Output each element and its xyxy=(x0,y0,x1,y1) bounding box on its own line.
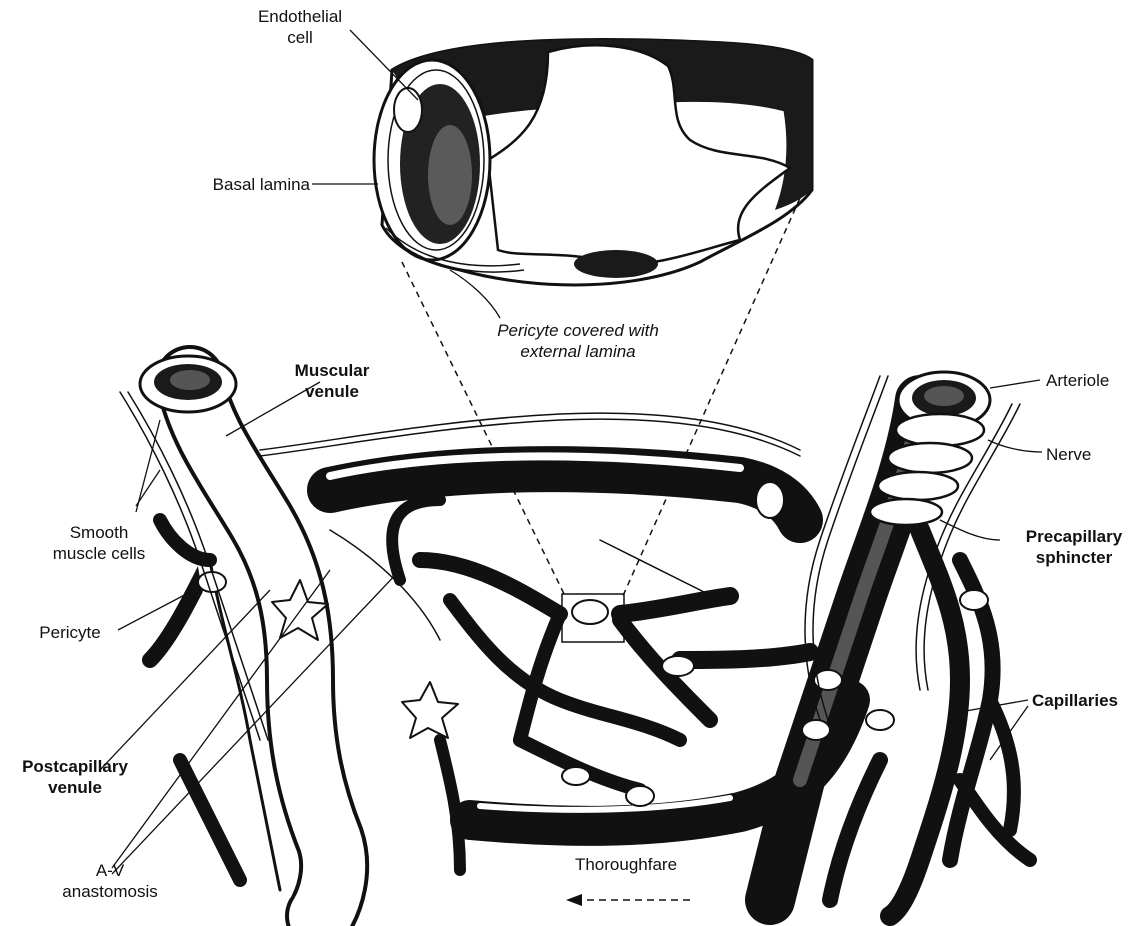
label-pericyte-external-lamina: Pericyte covered with external lamina xyxy=(468,320,688,362)
label-postcapillary-venule: Postcapillary venule xyxy=(2,756,148,798)
label-muscular-venule: Muscular venule xyxy=(282,360,382,402)
label-smooth-muscle-cells: Smooth muscle cells xyxy=(34,522,164,564)
label-basal-lamina: Basal lamina xyxy=(160,174,310,195)
label-pericyte: Pericyte xyxy=(20,622,120,643)
label-precapillary-sphincter: Precapillary sphincter xyxy=(1006,526,1142,568)
label-endothelial-cell: Endothelial cell xyxy=(240,6,360,48)
thoroughfare-arrow xyxy=(566,894,690,906)
capillary-network xyxy=(120,356,1030,916)
label-av-anastomosis: A-V anastomosis xyxy=(30,860,190,902)
label-nerve: Nerve xyxy=(1046,444,1136,465)
magnified-capillary-segment xyxy=(374,39,812,284)
label-capillaries: Capillaries xyxy=(1032,690,1144,711)
label-arteriole: Arteriole xyxy=(1046,370,1146,391)
label-thoroughfare: Thoroughfare xyxy=(556,854,696,875)
